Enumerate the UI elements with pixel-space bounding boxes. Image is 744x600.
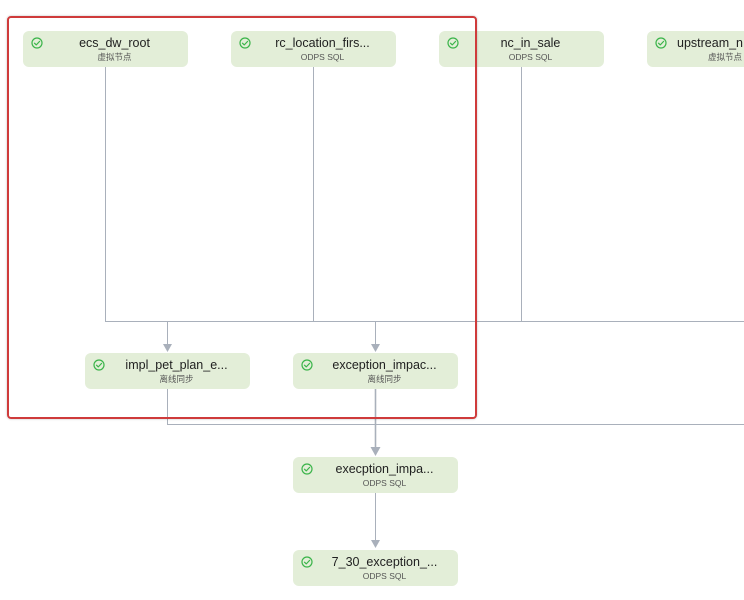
node-name: impl_pet_plan_e...: [125, 358, 228, 372]
success-check-icon: [301, 359, 313, 371]
node-type: 虚拟节点: [97, 52, 132, 62]
node-name: ecs_dw_root: [79, 36, 150, 50]
dag-node[interactable]: exception_impac... 离线同步: [293, 353, 458, 389]
node-type: ODPS SQL: [362, 571, 407, 581]
node-name: rc_location_firs...: [275, 36, 370, 50]
node-type: 虚拟节点: [707, 52, 742, 62]
node-type: ODPS SQL: [508, 52, 553, 62]
dag-node[interactable]: upstream_n 虚拟节点: [647, 31, 744, 67]
dag-node[interactable]: nc_in_sale ODPS SQL: [439, 31, 604, 67]
node-name: exception_impac...: [332, 358, 437, 372]
node-type: 离线同步: [367, 374, 402, 384]
success-check-icon: [447, 37, 459, 49]
edge-arrowhead: [163, 344, 172, 352]
dag-node[interactable]: impl_pet_plan_e... 离线同步: [85, 353, 250, 389]
node-name: upstream_n: [677, 36, 744, 50]
node-name: execption_impa...: [335, 462, 434, 476]
success-check-icon: [301, 556, 313, 568]
dag-node[interactable]: rc_location_firs... ODPS SQL: [231, 31, 396, 67]
edge-arrowhead: [371, 344, 380, 352]
dag-node[interactable]: execption_impa... ODPS SQL: [293, 457, 458, 493]
dag-node[interactable]: 7_30_exception_... ODPS SQL: [293, 550, 458, 586]
node-type: ODPS SQL: [362, 478, 407, 488]
success-check-icon: [301, 463, 313, 475]
node-name: nc_in_sale: [500, 36, 561, 50]
node-type: ODPS SQL: [300, 52, 345, 62]
success-check-icon: [31, 37, 43, 49]
dag-node[interactable]: ecs_dw_root 虚拟节点: [23, 31, 188, 67]
success-check-icon: [655, 37, 667, 49]
success-check-icon: [239, 37, 251, 49]
node-type: 离线同步: [159, 374, 194, 384]
edge-arrowhead: [370, 447, 381, 456]
success-check-icon: [93, 359, 105, 371]
edge-arrowhead: [371, 540, 380, 548]
node-name: 7_30_exception_...: [331, 555, 438, 569]
